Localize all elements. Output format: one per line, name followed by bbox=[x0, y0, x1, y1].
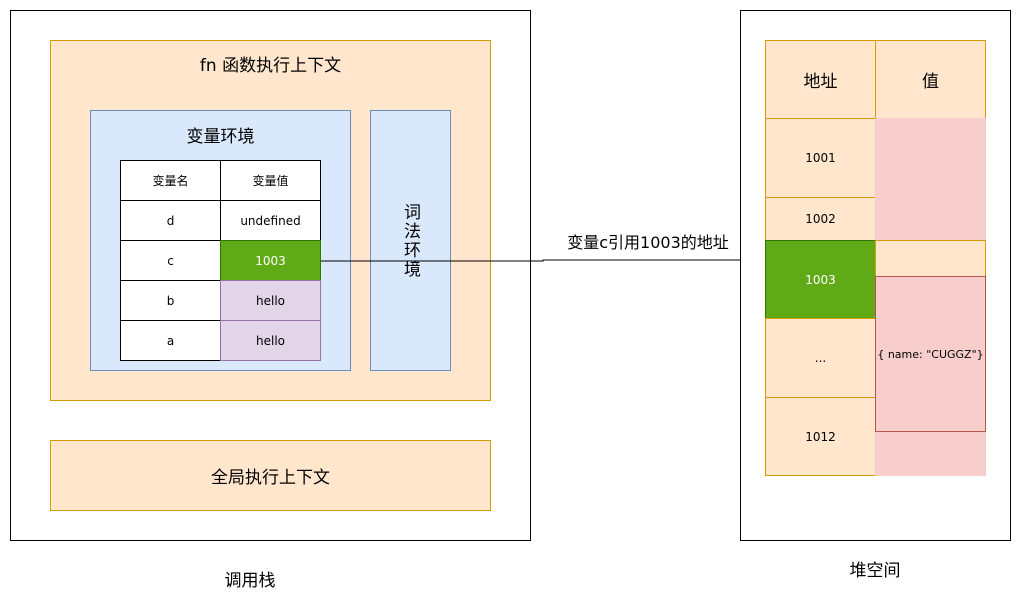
heap-address-cell: 1012 bbox=[765, 397, 876, 476]
var-value-cell-string: hello bbox=[220, 280, 321, 321]
arrow-label: 变量c引用1003的地址 bbox=[543, 232, 753, 254]
var-name-cell: d bbox=[120, 200, 221, 241]
heap-object: { name: "CUGGZ"} bbox=[875, 276, 986, 432]
heap-value-cell bbox=[875, 240, 986, 277]
heap-address-cell-referenced: 1003 bbox=[765, 240, 876, 319]
var-value-cell: undefined bbox=[220, 200, 321, 241]
call-stack-label: 调用栈 bbox=[224, 570, 276, 591]
global-context-label: 全局执行上下文 bbox=[211, 468, 330, 488]
fn-context-title: fn 函数执行上下文 bbox=[199, 56, 342, 76]
variable-env-title: 变量环境 bbox=[186, 127, 255, 147]
heap-address-header: 地址 bbox=[765, 40, 876, 119]
heap-address-cell: 1002 bbox=[765, 197, 876, 241]
var-name-cell: c bbox=[120, 240, 221, 281]
heap-value-cell bbox=[875, 430, 986, 476]
lexical-environment: 词法环境 bbox=[370, 110, 451, 371]
heap-value-header: 值 bbox=[875, 40, 986, 119]
var-value-cell-reference: 1003 bbox=[220, 240, 321, 281]
heap-address-cell: ... bbox=[765, 318, 876, 398]
reference-arrow-line bbox=[321, 259, 758, 262]
var-name-cell: a bbox=[120, 320, 221, 361]
heap-value-cell bbox=[875, 118, 986, 198]
heap-value-cell bbox=[875, 197, 986, 241]
heap-label: 堆空间 bbox=[849, 560, 901, 581]
var-value-cell-string: hello bbox=[220, 320, 321, 361]
lexical-env-label: 词法环境 bbox=[400, 202, 420, 279]
heap-address-cell: 1001 bbox=[765, 118, 876, 198]
global-execution-context: 全局执行上下文 bbox=[50, 440, 491, 511]
